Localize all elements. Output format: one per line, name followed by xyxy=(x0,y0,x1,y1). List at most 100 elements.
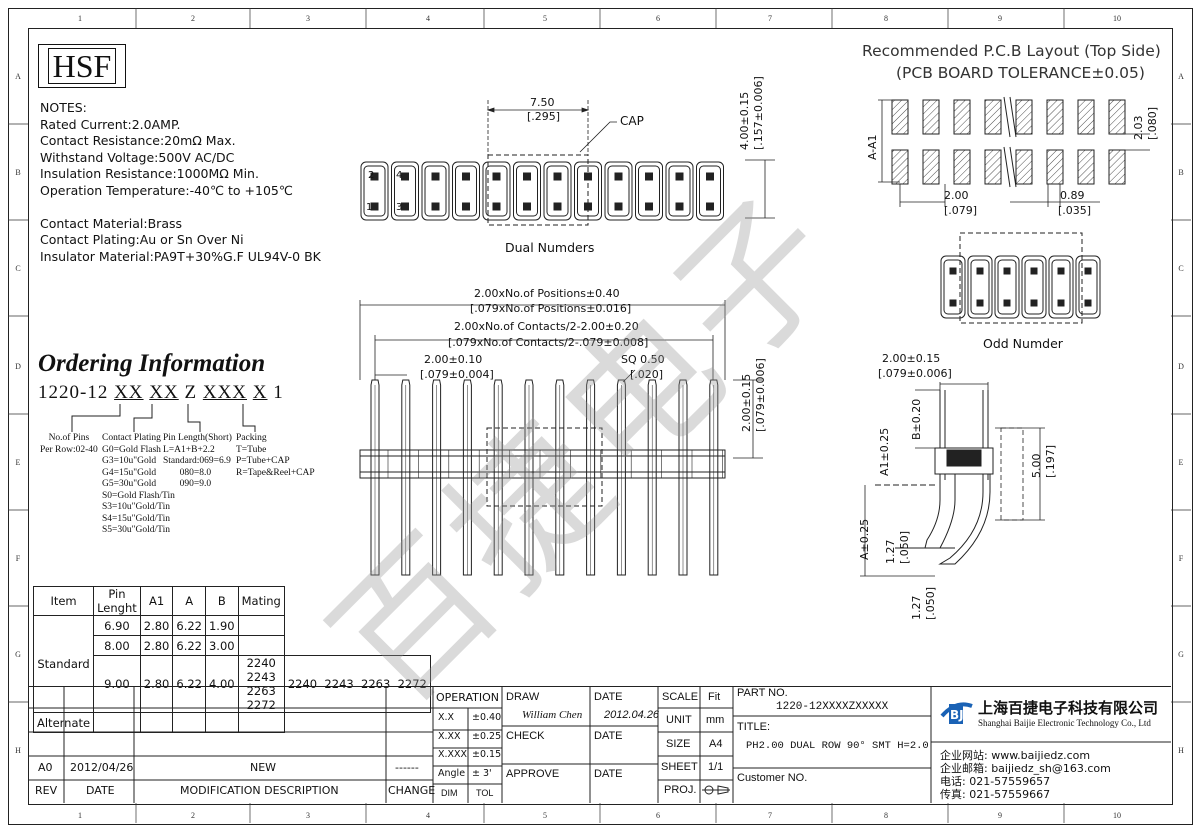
pcb-pad xyxy=(1077,99,1095,135)
zone-col-label: 10 xyxy=(1113,811,1121,820)
dim-pitch: 2.00±0.10 xyxy=(424,353,483,366)
dim-total-len-in: [.079xNo.of Positions±0.016] xyxy=(470,302,632,315)
zone-col-label: 5 xyxy=(543,811,547,820)
pin-square xyxy=(431,202,440,211)
pcb-pad xyxy=(1046,99,1064,135)
tol-value: ± 3' xyxy=(472,767,492,779)
table-cell xyxy=(237,615,285,636)
part-no-value: 1220-12XXXXZXXXXX xyxy=(776,701,889,713)
housing-cell-inner xyxy=(970,259,990,315)
pin-square xyxy=(976,267,984,275)
pin-body xyxy=(616,379,626,576)
pin-square xyxy=(645,172,653,181)
pin-square xyxy=(553,202,562,211)
rev-header: REV xyxy=(35,784,58,797)
table-cell: 6.22 xyxy=(172,635,206,656)
zone-row-label: H xyxy=(15,746,21,755)
housing-cell xyxy=(940,255,966,319)
company-web: 企业网站: www.baijiedz.com xyxy=(940,749,1091,762)
size-label: SIZE xyxy=(666,738,691,750)
tol-value: ±0.15 xyxy=(472,749,502,760)
pcb-pad xyxy=(984,99,1002,135)
table-cell: 8.00 xyxy=(93,635,141,656)
draw-date: 2012.04.26 xyxy=(604,709,660,721)
part-code: XXX xyxy=(202,382,248,403)
housing-cell-inner xyxy=(394,165,416,217)
dim-side-width: 2.00±0.15 xyxy=(882,352,941,365)
pcb-pad xyxy=(1077,149,1095,185)
pin-body xyxy=(555,379,565,576)
part-prefix: 1220-12 xyxy=(38,382,109,403)
pin-square xyxy=(1057,299,1065,307)
note-line: Contact Resistance:20mΩ Max. xyxy=(40,133,236,148)
pin-body xyxy=(370,379,380,576)
zone-col-label: 4 xyxy=(426,811,430,820)
housing-cell-inner xyxy=(997,259,1017,315)
housing-cell xyxy=(994,255,1020,319)
unit-value: mm xyxy=(706,714,725,726)
dim-body-height: 2.00±0.15 xyxy=(740,373,753,432)
cap-label: CAP xyxy=(620,114,644,128)
scale-label: SCALE xyxy=(662,691,699,703)
dim-127b-in: [.050] xyxy=(924,586,937,620)
dim-pad-width-in: [.035] xyxy=(1058,204,1092,217)
dim-height-in: [.157±0.006] xyxy=(752,76,765,150)
packing-spec: Packing T=Tube P=Tube+CAP R=Tape&Reel+CA… xyxy=(236,433,315,478)
pcb-pad xyxy=(984,149,1002,185)
table-row: 8.00 2.80 6.22 3.00 xyxy=(34,635,431,656)
title-block-grid xyxy=(28,686,1171,803)
change-header: CHANGE xyxy=(388,784,436,797)
title-block xyxy=(28,686,1171,804)
pcb-pad xyxy=(922,149,940,185)
pin-square xyxy=(492,202,501,211)
pin-body xyxy=(709,379,719,576)
part-code: X xyxy=(252,382,268,403)
dim-a: A±0.25 xyxy=(858,518,871,560)
housing-cell-inner xyxy=(1051,259,1071,315)
table-cell: 2.80 xyxy=(139,655,174,713)
dim-cap-width-in: [.295] xyxy=(527,110,561,123)
desc-header: MODIFICATION DESCRIPTION xyxy=(180,784,339,797)
housing-cell-inner xyxy=(668,165,691,217)
housing-cell-inner xyxy=(943,259,963,315)
note-line: NOTES: xyxy=(40,100,87,115)
pin-number: 4 xyxy=(396,170,403,181)
housing-cell xyxy=(696,161,724,221)
part-no-label: PART NO. xyxy=(737,687,788,699)
svg-text:BJ: BJ xyxy=(950,708,964,722)
odd-caption: Odd Numder xyxy=(983,336,1063,351)
housing-cell-inner xyxy=(1078,259,1098,315)
company-logo-icon: BJ xyxy=(940,702,973,724)
zone-row-label: D xyxy=(15,362,21,371)
dim-contact-span: 2.00xNo.of Contacts/2-2.00±0.20 xyxy=(454,320,639,333)
note-line: Withstand Voltage:500V AC/DC xyxy=(40,149,235,165)
approve-label: APPROVE xyxy=(506,768,560,780)
note-line: Rated Current:2.0AMP. xyxy=(40,116,181,132)
dim-side-width-in: [.079±0.006] xyxy=(878,367,952,380)
table-header: A1 xyxy=(139,586,174,616)
pin-body xyxy=(493,379,503,576)
zone-col-label: 9 xyxy=(998,14,1002,23)
customer-label: Customer NO. xyxy=(737,772,808,784)
pin-square xyxy=(614,172,623,181)
notes-block: NOTES:Rated Current:2.0AMP.Contact Resis… xyxy=(40,100,321,265)
zone-row-label: G xyxy=(1178,650,1184,659)
pcb-pad xyxy=(953,149,971,185)
rev-value: A0 xyxy=(38,761,53,774)
rev-change: ------ xyxy=(395,761,419,774)
pin-square xyxy=(401,202,409,211)
housing-cell xyxy=(513,161,541,221)
top-view-drawing xyxy=(360,100,775,226)
zone-col-label: 9 xyxy=(998,811,1002,820)
housing-cell xyxy=(635,161,663,221)
part-code: 1 xyxy=(273,382,284,403)
pin-number: 3 xyxy=(396,202,403,213)
zone-row-label: C xyxy=(1178,264,1183,273)
tol-dim: X.XXX xyxy=(438,749,468,760)
approve-date-label: DATE xyxy=(594,768,623,780)
housing-cell-inner xyxy=(638,165,660,217)
sheet-label: SHEET xyxy=(661,761,698,773)
dim-height: 4.00±0.15 xyxy=(738,91,751,150)
housing-cell xyxy=(452,161,480,221)
pin-square xyxy=(1084,299,1092,307)
